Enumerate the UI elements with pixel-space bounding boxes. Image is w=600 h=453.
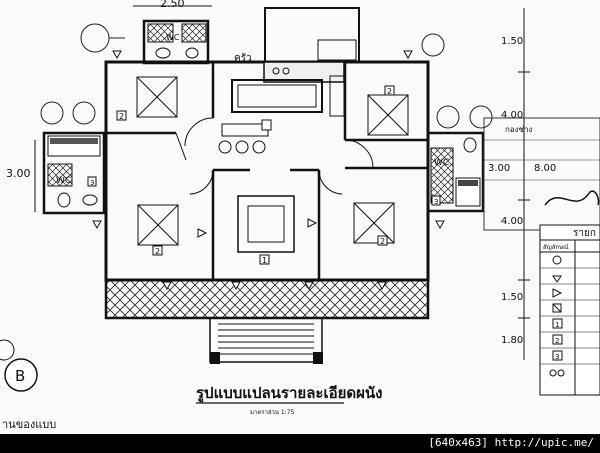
drawing-title-block: รูปแบบแปลนรายละเอียดผนัง มาตราส่วน 1:75 … bbox=[2, 384, 382, 431]
wc-left-label: WC bbox=[56, 176, 71, 186]
wc-right-label: WC bbox=[434, 158, 449, 168]
room-number: 2 bbox=[387, 87, 392, 96]
room-number: 3 bbox=[90, 179, 94, 187]
scale-note: มาตราส่วน 1:75 bbox=[250, 409, 295, 416]
drawing-title: รูปแบบแปลนรายละเอียดผนัง bbox=[196, 384, 382, 403]
approval-stamp: กองช่าง bbox=[483, 117, 600, 231]
wc-top-room: WC bbox=[142, 19, 210, 65]
section-callout-b: B bbox=[0, 339, 38, 392]
corner-text: านของแบบ bbox=[2, 418, 56, 431]
dimension-label: 1.50 bbox=[501, 292, 523, 303]
legend-header: รายก bbox=[573, 228, 596, 239]
dimension-label: 4.00 bbox=[501, 216, 523, 227]
right-dimension-chain: 1.50 4.00 3.00 8.00 4.00 1.50 1.80 bbox=[488, 8, 556, 360]
room-number: 1 bbox=[262, 256, 267, 265]
top-dimension-label: 2.50 bbox=[160, 0, 185, 10]
wc-top-label: WC bbox=[166, 33, 180, 42]
floor-plan: 2.50 WC bbox=[0, 0, 600, 431]
legend-table: รายก สัญลักษณ์ 1 2 3 bbox=[539, 224, 600, 396]
footer-text[interactable]: [640x463] http://upic.me/ bbox=[428, 436, 594, 449]
image-host-footer: [640x463] http://upic.me/ bbox=[0, 434, 600, 453]
kitchen: ครัว bbox=[231, 7, 360, 117]
left-dimension-label: 3.00 bbox=[6, 167, 31, 180]
dimension-label: 1.50 bbox=[501, 36, 523, 47]
front-porch bbox=[104, 278, 430, 364]
legend-row: 1 bbox=[555, 321, 559, 329]
interior-walls bbox=[106, 62, 428, 280]
room-number: 2 bbox=[380, 237, 385, 246]
callout-letter: B bbox=[15, 367, 25, 385]
signature bbox=[544, 190, 600, 206]
bedroom-bottom-right: 2 bbox=[353, 202, 395, 246]
legend-row: 2 bbox=[555, 337, 559, 345]
section-markers bbox=[92, 50, 445, 291]
bedroom-bottom-left: 2 bbox=[137, 204, 179, 256]
room-number: 2 bbox=[155, 247, 160, 256]
kitchen-label: ครัว bbox=[234, 53, 252, 64]
wc-right-room: WC 3 bbox=[426, 131, 485, 213]
stamp-text: กองช่าง bbox=[505, 125, 532, 134]
grid-markers bbox=[40, 23, 493, 129]
dining-set bbox=[218, 119, 272, 154]
legend-symbol-col: สัญลักษณ์ bbox=[543, 243, 569, 251]
left-dimension: 3.00 bbox=[6, 140, 36, 212]
bedroom-top-right: 2 bbox=[367, 85, 409, 136]
living-center: 1 bbox=[237, 195, 295, 265]
top-dimension-line: 2.50 bbox=[133, 0, 212, 10]
wc-left-room: WC 3 bbox=[42, 131, 106, 215]
dimension-label: 1.80 bbox=[501, 335, 523, 346]
room-number: 3 bbox=[434, 198, 438, 206]
room-number: 2 bbox=[119, 112, 124, 121]
dimension-label: 8.00 bbox=[534, 163, 556, 174]
drawing-sheet: 2.50 WC bbox=[0, 0, 600, 434]
dimension-label: 4.00 bbox=[501, 110, 523, 121]
legend-row: 3 bbox=[555, 353, 559, 361]
bedroom-top-left: 2 bbox=[116, 76, 178, 121]
door-swings bbox=[175, 117, 374, 195]
dimension-label: 3.00 bbox=[488, 163, 510, 174]
